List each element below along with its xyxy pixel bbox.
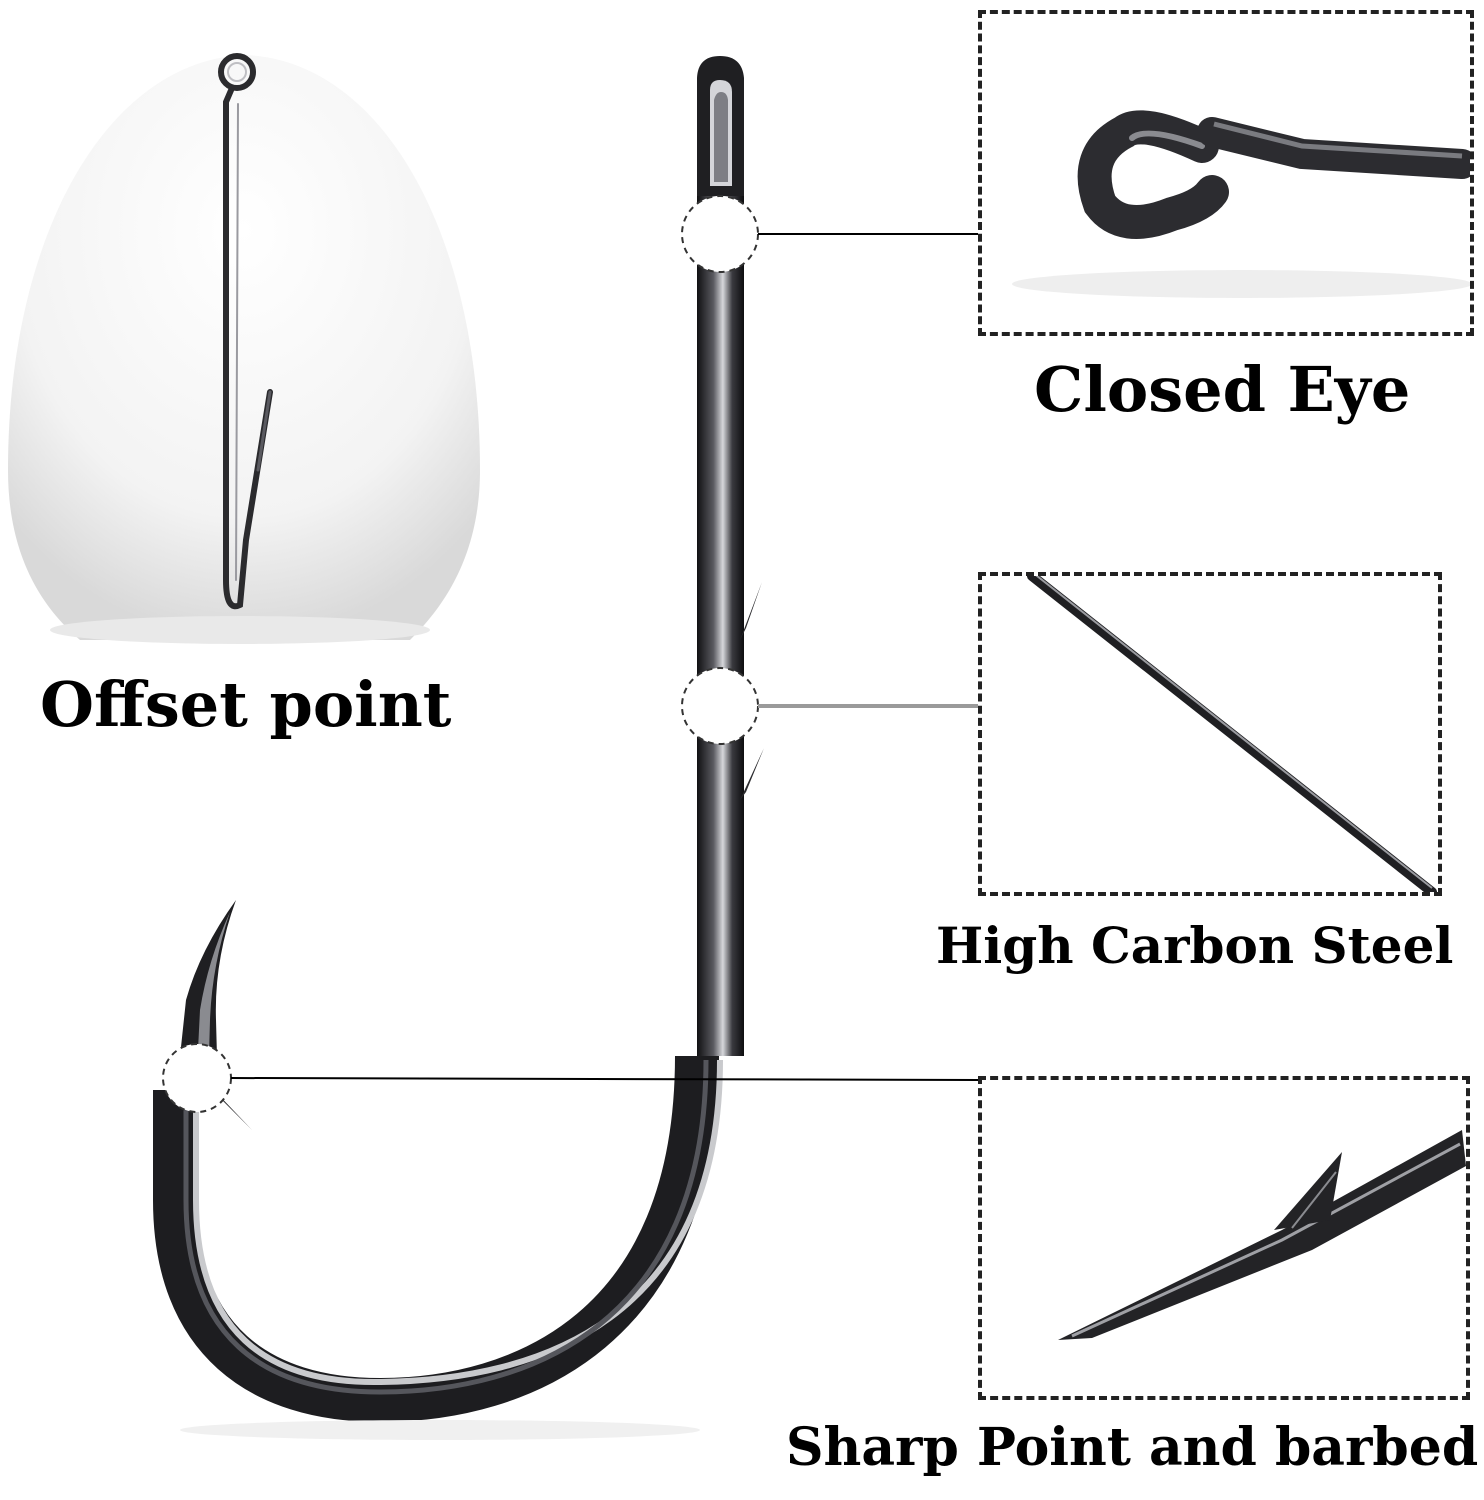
offset-hook-icon — [218, 53, 273, 610]
closed-eye-label: Closed Eye — [1034, 353, 1411, 426]
steel-shank-detail-icon — [1027, 576, 1437, 892]
closed-eye-marker — [681, 195, 759, 273]
sharp-point-label: Sharp Point and barbed — [786, 1417, 1479, 1478]
steel-marker — [681, 667, 759, 745]
barbed-point-detail-icon — [1058, 1130, 1466, 1340]
callout-lines — [230, 233, 979, 1081]
offset-hook-panel — [8, 53, 480, 644]
offset-point-label: Offset point — [40, 668, 452, 741]
closed-eye-detail-box — [978, 10, 1474, 336]
callout-markers — [162, 195, 759, 1113]
high-carbon-steel-label: High Carbon Steel — [936, 916, 1454, 975]
steel-detail-box — [978, 572, 1442, 896]
point-detail-box — [978, 1076, 1470, 1400]
closed-eye-detail-icon — [1012, 110, 1470, 298]
point-line — [230, 1077, 979, 1081]
point-marker — [162, 1043, 232, 1113]
